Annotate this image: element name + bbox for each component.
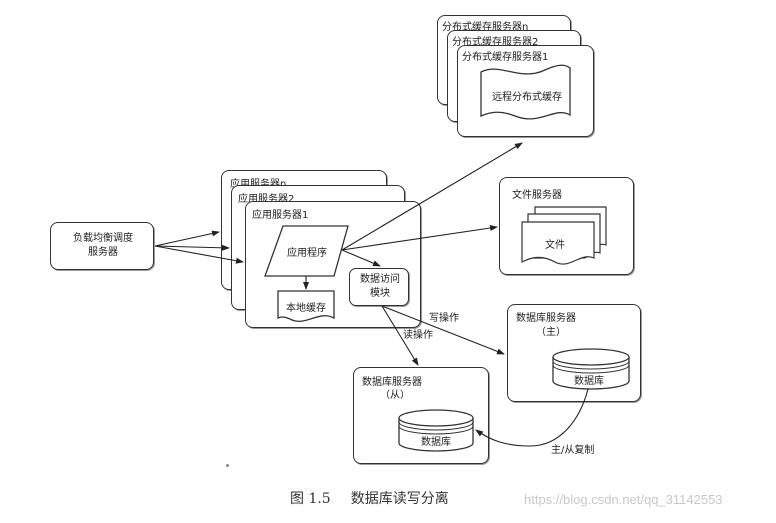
load-balancer-box: 负载均衡调度 服务器	[50, 222, 154, 270]
data-access-module-box: 数据访问 模块	[349, 268, 409, 306]
local-cache-shape	[277, 290, 335, 322]
db-slave-role: （从）	[380, 390, 410, 401]
write-arrow	[381, 305, 505, 355]
write-operation-label: 写操作	[429, 313, 459, 324]
lb-to-app-2-arrow	[154, 244, 230, 251]
app-to-data-access-arrow	[341, 249, 381, 267]
cache-server-n-title: 分布式缓存服务器n	[442, 22, 529, 33]
lb-to-app-1-arrow	[154, 245, 244, 264]
data-access-module-label: 数据访问 模块	[350, 273, 410, 301]
replication-label: 主/从复制	[551, 445, 595, 456]
application-label: 应用程序	[287, 248, 327, 259]
figure-number: 图 1.5	[290, 491, 331, 507]
figure-title: 数据库读写分离	[350, 491, 449, 507]
lb-to-app-n-arrow	[154, 230, 220, 247]
db-slave-title: 数据库服务器	[362, 377, 422, 388]
app-to-file-arrow	[341, 225, 498, 251]
app-server-n-title: 应用服务器n	[230, 175, 286, 190]
data-access-line2: 模块	[370, 288, 390, 299]
db-slave-cylinder	[398, 409, 474, 452]
load-balancer-label: 负载均衡调度 服务器	[51, 232, 155, 260]
app-to-cache-arrow	[341, 142, 523, 251]
file-doc-front	[521, 221, 595, 265]
cache-server-1-box: 分布式缓存服务器1	[457, 45, 594, 137]
load-balancer-line2: 服务器	[88, 247, 118, 258]
cache-server-1-title: 分布式缓存服务器1	[462, 52, 549, 63]
db-master-title: 数据库服务器	[516, 313, 576, 324]
remote-cache-shape	[480, 64, 571, 120]
remote-cache-label: 远程分布式缓存	[492, 92, 562, 103]
file-label: 文件	[545, 240, 565, 251]
application-shape	[264, 225, 349, 277]
load-balancer-line1: 负载均衡调度	[73, 233, 133, 244]
figure-caption: 图 1.5 数据库读写分离	[290, 488, 449, 508]
local-cache-label: 本地缓存	[286, 303, 326, 314]
db-master-role: （主）	[536, 327, 566, 338]
stray-dot	[226, 464, 229, 467]
read-arrow	[381, 305, 419, 366]
db-slave-label: 数据库	[421, 437, 451, 448]
read-operation-label: 读操作	[403, 330, 433, 341]
file-server-title: 文件服务器	[512, 190, 562, 201]
cache-server-2-title: 分布式缓存服务器2	[452, 37, 539, 48]
data-access-line1: 数据访问	[360, 274, 400, 285]
app-server-1-title: 应用服务器1	[252, 210, 309, 221]
db-master-cylinder	[552, 348, 630, 390]
db-master-label: 数据库	[574, 376, 604, 387]
app-server-2-title: 应用服务器2	[238, 194, 295, 205]
watermark: https://blog.csdn.net/qq_31142553	[524, 492, 723, 507]
replication-arrow	[475, 388, 589, 447]
